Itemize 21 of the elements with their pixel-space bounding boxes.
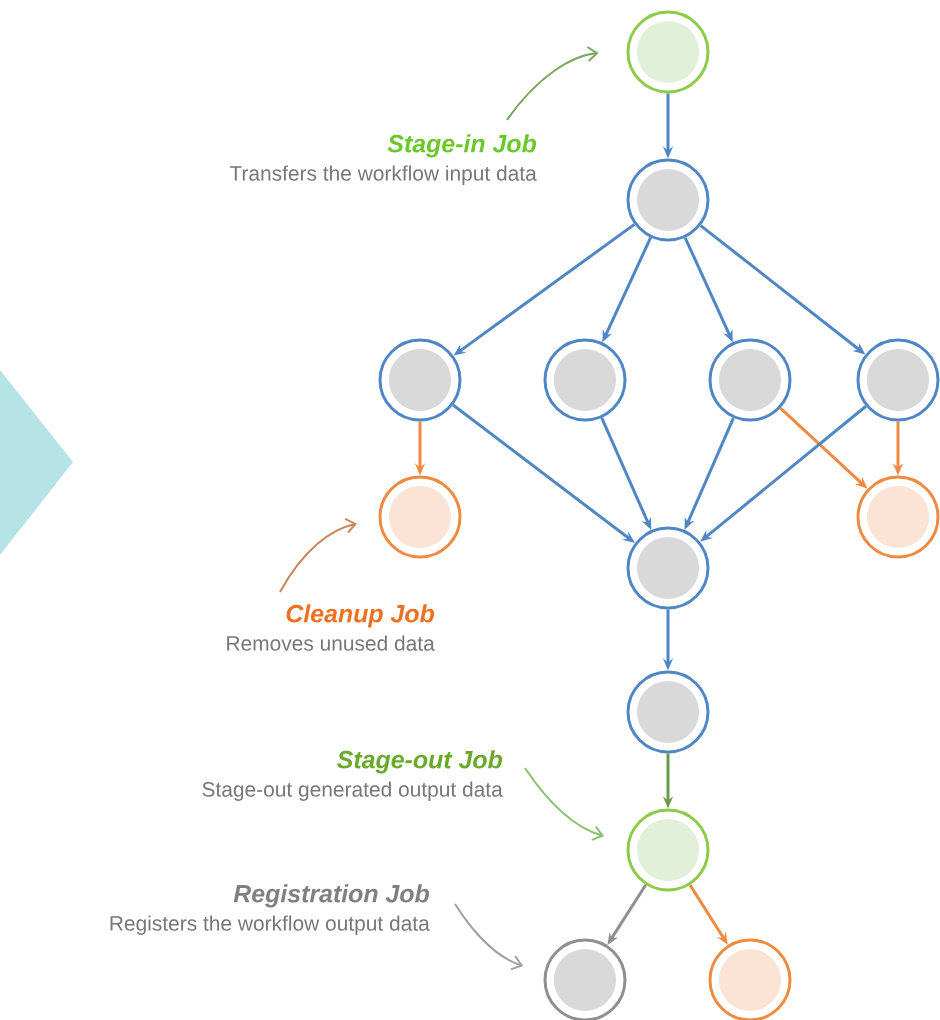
leader-arrow	[524, 767, 605, 841]
leader-arrow	[454, 903, 524, 971]
job-circle	[378, 338, 462, 422]
job-annotation: Registration Job Registers the workflow output data	[110, 884, 430, 935]
job-circle	[626, 670, 710, 754]
job-circle	[626, 10, 710, 94]
job-circle	[708, 338, 792, 422]
job-annotation: Cleanup Job Removes unused data	[227, 604, 435, 651]
job-circle	[543, 938, 627, 1020]
job-circle	[856, 475, 940, 559]
job-circle	[856, 338, 940, 422]
job-circle	[626, 158, 710, 242]
job-circle	[543, 338, 627, 422]
job-circle	[626, 526, 710, 610]
leader-arrow	[279, 517, 357, 593]
job-annotation: Stage-in Job Transfers the workflow input data	[229, 134, 537, 185]
job-circle	[626, 808, 710, 892]
job-circle	[708, 938, 792, 1020]
leader-arrow	[506, 46, 599, 121]
job-circle	[378, 475, 462, 559]
job-annotation: Stage-out Job Stage-out generated output data	[202, 750, 503, 801]
